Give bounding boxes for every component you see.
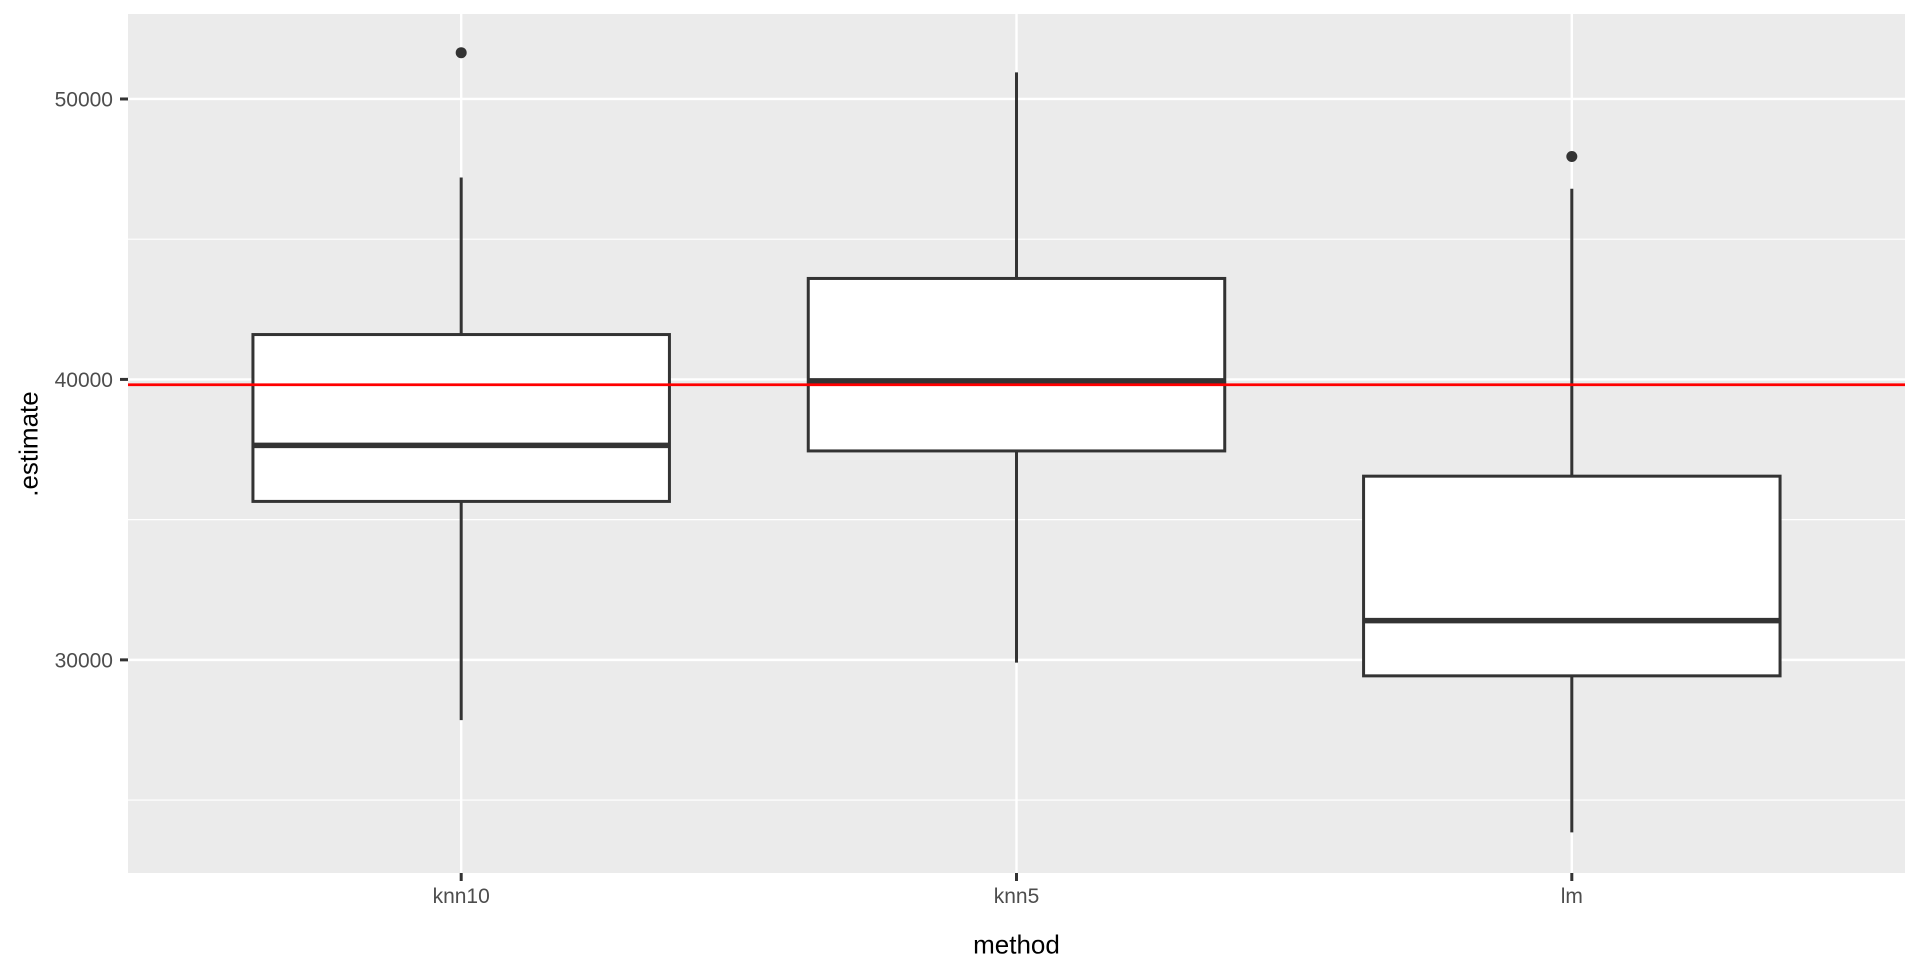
- x-tick-label: knn5: [994, 885, 1040, 908]
- outlier-point: [1566, 150, 1578, 162]
- y-tick-label: 50000: [55, 88, 113, 111]
- y-axis-title: .estimate: [13, 390, 44, 497]
- box-knn5: [806, 276, 1227, 453]
- x-tick-label: knn10: [433, 885, 490, 908]
- outlier-point: [455, 47, 467, 59]
- x-tick-label: lm: [1561, 885, 1583, 908]
- y-tick-label: 40000: [55, 369, 113, 392]
- box-lm: [1362, 474, 1782, 678]
- x-axis-title: method: [973, 929, 1060, 960]
- y-tick-label: 30000: [55, 649, 113, 672]
- box-knn10: [251, 333, 671, 503]
